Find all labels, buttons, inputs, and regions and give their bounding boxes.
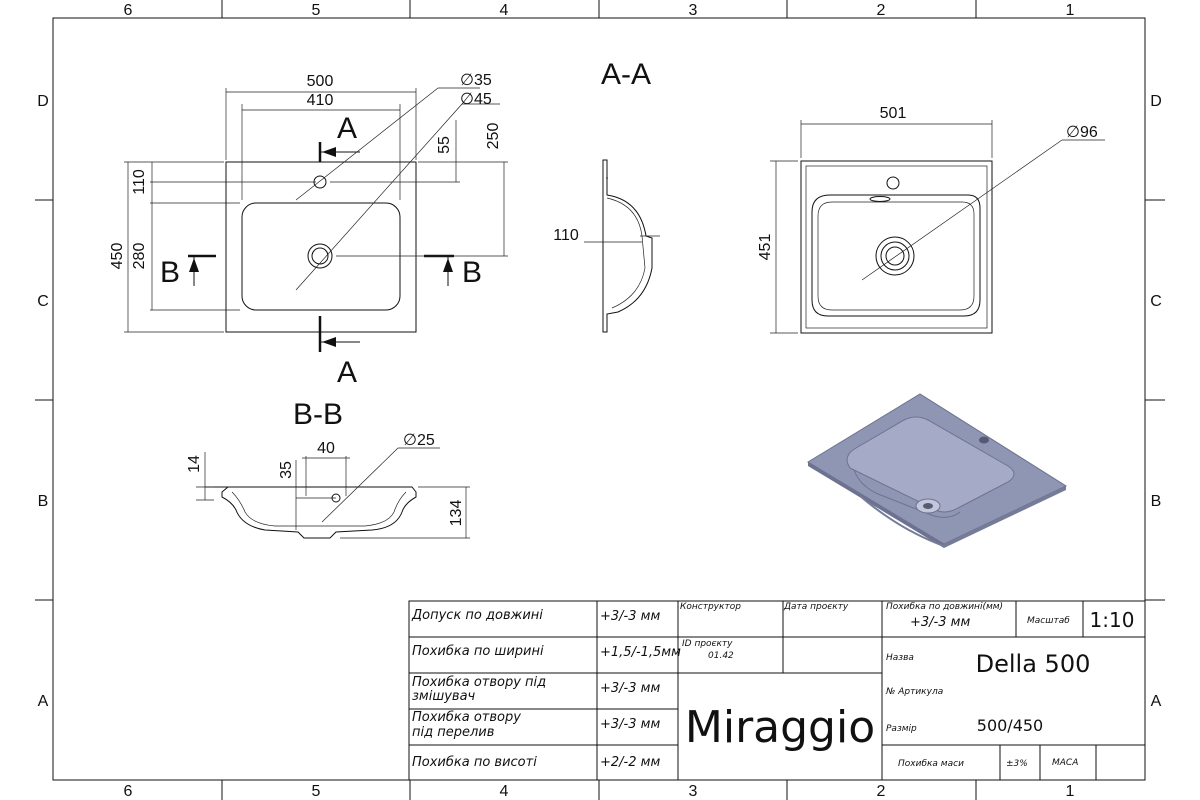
col-label-bottom-5: 5 — [312, 783, 321, 800]
col-label-bottom-4: 4 — [500, 783, 509, 800]
mass-tolerance-label: Похибка маси — [898, 759, 964, 769]
dim-250: 250 — [485, 123, 502, 150]
tolerance-value-height: +2/-2 мм — [600, 755, 660, 770]
section-marker-a-top: A — [337, 112, 357, 145]
front-dim-451: 451 — [757, 234, 774, 261]
project-id-value: 01.42 — [708, 651, 734, 661]
row-label-left-d: D — [37, 93, 49, 110]
scale-value: 1:10 — [1090, 608, 1135, 632]
row-label-left-c: C — [37, 293, 49, 310]
tolerance-label-mixer-hole-1: Похибка отвору під — [412, 675, 546, 690]
name-label: Назва — [886, 653, 914, 663]
bb-dim-35: 35 — [278, 461, 295, 479]
tolerance-label-mixer-hole-2: змішувач — [412, 689, 476, 704]
col-label-top-5: 5 — [312, 2, 321, 19]
section-marker-b-right: B — [462, 256, 482, 289]
scale-label: Масштаб — [1027, 616, 1070, 626]
section-marker-a-bottom: A — [337, 356, 357, 389]
tolerance-value-width: +1,5/-1,5мм — [600, 645, 681, 660]
col-label-bottom-2: 2 — [877, 783, 886, 800]
tolerance-label-length: Допуск по довжині — [411, 608, 543, 623]
section-aa-title: A-A — [601, 58, 651, 91]
dim-diameter-45: ∅45 — [460, 91, 492, 108]
col-label-bottom-3: 3 — [689, 783, 698, 800]
dim-width-410: 410 — [307, 92, 334, 109]
row-label-right-b: B — [1151, 493, 1162, 510]
size-label: Размір — [886, 724, 917, 734]
article-label: № Артикула — [885, 687, 943, 697]
length-tolerance-value: +3/-3 мм — [910, 615, 970, 630]
section-aa-profile — [584, 159, 660, 333]
section-bb-profile — [196, 447, 470, 539]
col-label-top-4: 4 — [500, 2, 509, 19]
col-label-bottom-6: 6 — [124, 783, 133, 800]
length-tolerance-label: Похибка по довжині(мм) — [886, 602, 1003, 612]
sink-3d-render — [807, 393, 1068, 548]
col-label-bottom-1: 1 — [1066, 783, 1075, 800]
constructor-label: Конструктор — [680, 602, 741, 612]
brand-logo: Miraggio — [685, 702, 875, 753]
row-label-left-b: B — [38, 493, 49, 510]
title-block — [408, 600, 1146, 781]
bb-dim-40: 40 — [317, 440, 335, 457]
tolerance-label-overflow-hole-2: під перелив — [412, 725, 494, 740]
bb-dim-134: 134 — [448, 500, 465, 527]
tolerance-label-overflow-hole-1: Похибка отвору — [412, 710, 521, 725]
dim-280: 280 — [131, 243, 148, 270]
col-label-top-2: 2 — [877, 2, 886, 19]
tolerance-label-height: Похибка по висоті — [412, 755, 537, 770]
tolerance-value-mixer-hole: +3/-3 мм — [600, 681, 660, 696]
bb-dim-14: 14 — [186, 455, 203, 473]
mass-tolerance-value: ±3% — [1006, 759, 1028, 769]
front-dim-501: 501 — [880, 105, 907, 122]
col-label-top-3: 3 — [689, 2, 698, 19]
front-view — [770, 120, 1105, 334]
top-view — [124, 87, 508, 352]
dim-diameter-35: ∅35 — [460, 72, 492, 89]
dim-450: 450 — [109, 243, 126, 270]
section-marker-b-left: B — [160, 256, 180, 289]
front-diameter-96: ∅96 — [1066, 124, 1098, 141]
product-name: Della 500 — [976, 650, 1091, 678]
row-label-right-a: A — [1151, 693, 1162, 710]
tolerance-value-overflow-hole: +3/-3 мм — [600, 717, 660, 732]
section-bb-title: B-B — [293, 398, 343, 431]
project-id-label: ID проєкту — [682, 639, 733, 649]
dim-55: 55 — [436, 136, 453, 154]
dim-110: 110 — [131, 169, 148, 195]
section-aa-dim-110: 110 — [553, 227, 579, 244]
row-label-left-a: A — [38, 693, 49, 710]
size-value: 500/450 — [977, 716, 1043, 735]
col-label-top-6: 6 — [124, 2, 133, 19]
row-label-right-c: C — [1150, 293, 1162, 310]
col-label-top-1: 1 — [1066, 2, 1075, 19]
row-label-right-d: D — [1150, 93, 1162, 110]
dim-width-500: 500 — [307, 73, 334, 90]
tolerance-value-length: +3/-3 мм — [600, 609, 660, 624]
project-date-label: Дата проєкту — [783, 602, 849, 612]
mass-label: МАСА — [1052, 758, 1078, 768]
bb-diameter-25: ∅25 — [403, 432, 435, 449]
tolerance-label-width: Похибка по ширині — [412, 644, 544, 659]
